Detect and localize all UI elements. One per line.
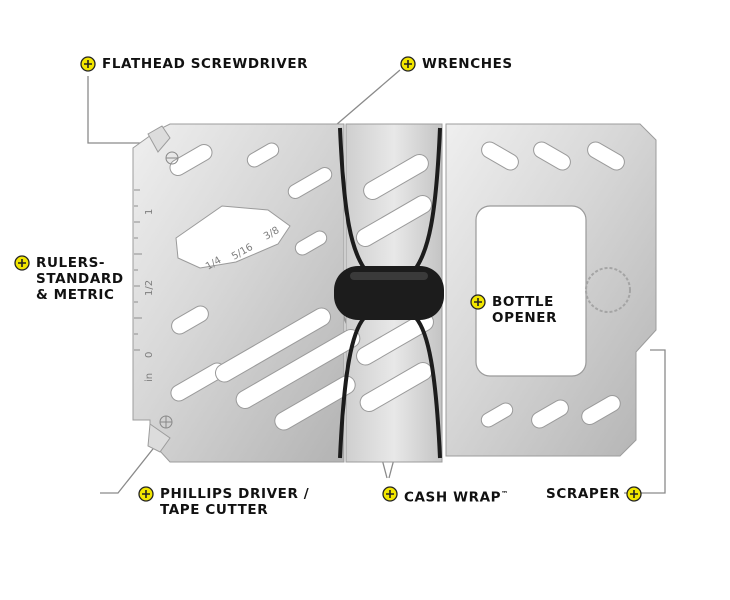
plus-circle-icon <box>14 255 30 271</box>
leader-flathead <box>87 76 152 144</box>
wrench-opening <box>175 205 291 269</box>
plus-circle-icon <box>470 294 486 310</box>
phillips-label-line2: TAPE CUTTER <box>160 502 269 518</box>
bottle-label-line2: OPENER <box>492 310 558 326</box>
phillips-label: PHILLIPS DRIVER / TAPE CUTTER <box>160 486 309 518</box>
plus-circle-icon <box>138 486 154 502</box>
ruler-mark-1: 1 <box>144 209 155 215</box>
callout-phillips-driver: PHILLIPS DRIVER / TAPE CUTTER <box>138 486 309 518</box>
callout-flathead-screwdriver: FLATHEAD SCREWDRIVER <box>80 56 308 72</box>
plus-circle-icon <box>400 56 416 72</box>
callout-rulers: RULERS- STANDARD & METRIC <box>14 255 124 303</box>
bottle-opener-label: BOTTLE OPENER <box>492 294 557 326</box>
plus-circle-icon <box>80 56 96 72</box>
ruler-ticks <box>134 189 142 351</box>
cash-wrap-label: CASH WRAP™ <box>404 486 508 506</box>
scraper-label: SCRAPER <box>546 486 621 502</box>
plus-circle-icon <box>626 486 642 502</box>
rulers-label-line1: RULERS- <box>36 255 106 271</box>
rulers-label-line2: STANDARD <box>36 271 124 287</box>
rulers-label: RULERS- STANDARD & METRIC <box>36 255 124 303</box>
flathead-label: FLATHEAD SCREWDRIVER <box>102 56 309 72</box>
ruler-mark-half: 1/2 <box>144 280 155 296</box>
plus-circle-icon <box>382 486 398 502</box>
bottle-label-line1: BOTTLE <box>492 294 554 310</box>
callout-cash-wrap: CASH WRAP™ <box>382 486 508 506</box>
leader-phillips <box>100 439 161 494</box>
bottle-opener-window <box>475 205 587 377</box>
wrenches-label: WRENCHES <box>422 56 513 72</box>
cutout-slots <box>169 141 625 431</box>
cash-wrap-text: CASH WRAP <box>404 489 502 506</box>
rulers-label-line3: & METRIC <box>36 287 115 303</box>
callout-wrenches: WRENCHES <box>400 56 513 72</box>
callout-bottle-opener: BOTTLE OPENER <box>470 294 557 326</box>
trademark-mark: ™ <box>501 490 509 498</box>
flathead-tip <box>147 125 171 153</box>
phillips-label-line1: PHILLIPS DRIVER / <box>160 486 310 502</box>
cash-wrap-band <box>334 127 444 459</box>
ruler-mark-0: 0 <box>144 352 155 358</box>
phillips-tip <box>147 423 171 453</box>
engraved-marks <box>159 151 179 429</box>
callout-scraper: SCRAPER <box>546 486 642 502</box>
leader-scraper <box>624 349 666 494</box>
ruler-mark-in: in <box>144 373 155 382</box>
bottle-cap-icon <box>585 267 631 313</box>
